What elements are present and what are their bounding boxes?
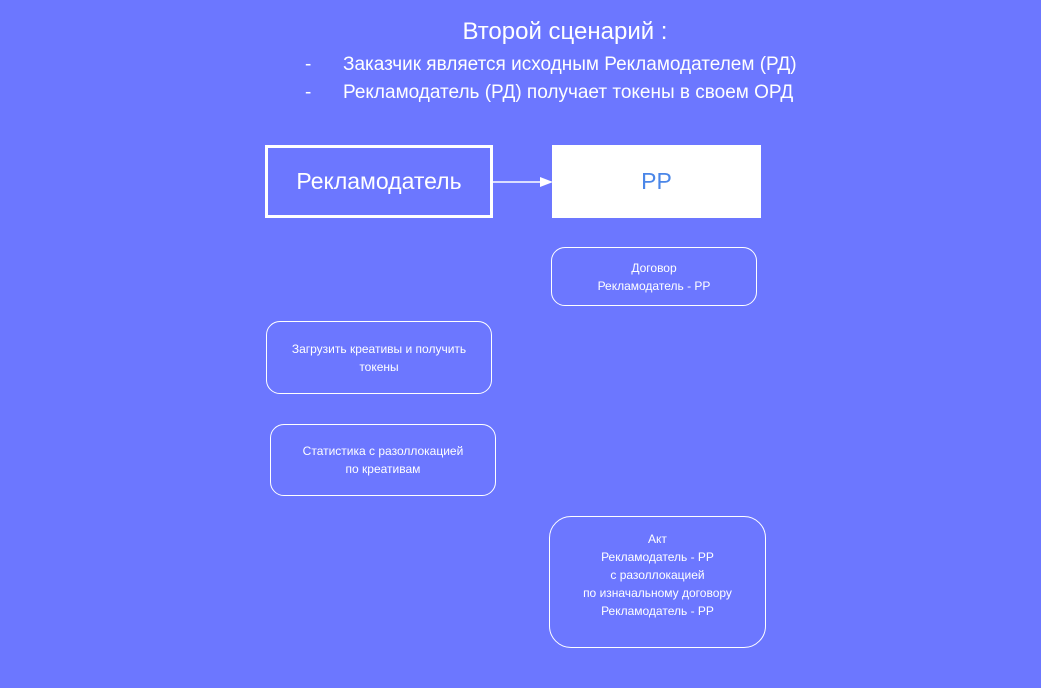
advertiser-node: Рекламодатель	[265, 145, 493, 218]
card-line: по изначальному договору	[583, 586, 732, 600]
pp-label: PP	[641, 168, 672, 194]
pp-node: PP	[552, 145, 761, 218]
bullet-item: - Заказчик является исходным Рекламодател…	[305, 54, 797, 76]
bullet-text: Рекламодатель (РД) получает токены в сво…	[343, 82, 794, 103]
card-line: Рекламодатель - PP	[597, 278, 711, 293]
contract-card: Договор Рекламодатель - PP	[551, 247, 757, 306]
card-line: Загрузить креативы и получить	[291, 341, 467, 356]
upload-card: Загрузить креативы и получить токены	[266, 321, 492, 394]
act-card: Акт Рекламодатель - PP с разоллокацией п…	[549, 516, 766, 648]
bullet-dash: -	[305, 54, 312, 75]
arrow-icon	[492, 177, 553, 187]
bullet-item: - Рекламодатель (РД) получает токены в св…	[305, 82, 793, 104]
card-line: с разоллокацией	[610, 568, 705, 582]
card-line: Статистика с разоллокацией	[302, 444, 464, 458]
bullet-text: Заказчик является исходным Рекламодателе…	[343, 54, 797, 75]
advertiser-label: Рекламодатель	[296, 168, 462, 194]
card-line: Рекламодатель - PP	[601, 604, 714, 618]
card-line: по креативам	[345, 462, 421, 476]
bullet-dash: -	[305, 82, 312, 103]
card-line: Договор	[631, 260, 677, 275]
card-line: Акт	[648, 532, 667, 546]
stats-card: Статистика с разоллокацией по креативам	[270, 424, 496, 496]
card-line: Рекламодатель - PP	[601, 550, 714, 564]
card-line: токены	[359, 359, 399, 374]
page-title: Второй сценарий :	[462, 18, 668, 45]
